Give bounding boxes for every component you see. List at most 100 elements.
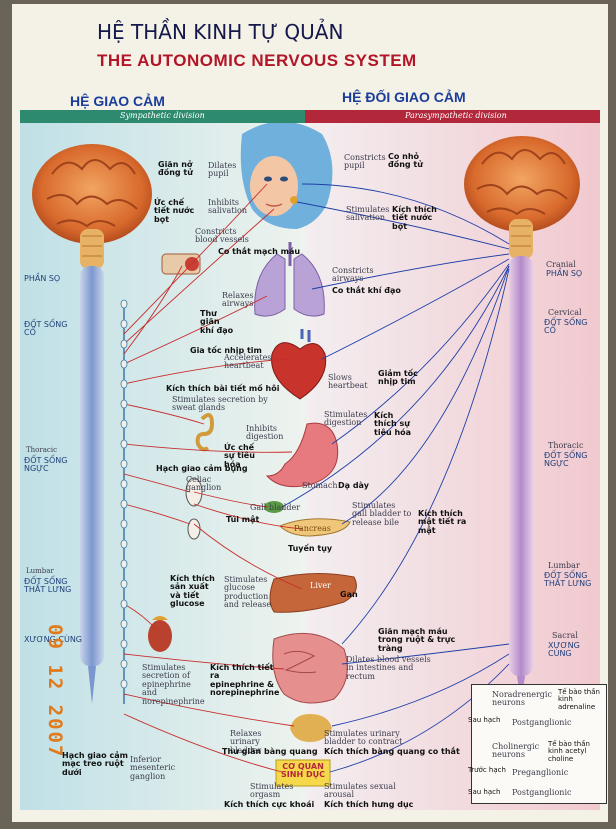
constricts-airways-en: Constricts airways <box>332 266 374 284</box>
stomach-vi: Dạ dày <box>338 481 369 490</box>
parasympathetic-bar: Parasympathetic division <box>305 110 600 123</box>
dilates-vessels-vi: Giãn mạch máu trong ruột & trực tràng <box>378 627 456 653</box>
constricts-pupil-vi: Co nhỏ đồng tử <box>388 152 423 170</box>
liver-vi: Gan <box>340 590 358 599</box>
right-cranial-label: PHẦN SỌ <box>546 269 583 278</box>
inhibits-digestion-vi: Ức chế sự tiêu hóa <box>224 443 255 469</box>
constricts-vessels-en: Constricts blood vessels <box>195 227 249 245</box>
arousal-vi: Kích thích hưng dục <box>324 800 414 809</box>
mesenteric-vi: Hạch giao cảm mạc treo ruột dưới <box>62 751 128 777</box>
sympathetic-nerves <box>123 183 303 773</box>
legend-preganglionic-en: Preganglionic <box>512 768 569 777</box>
legend-preganglionic-vi: Trước hạch <box>468 766 506 774</box>
anatomy-illustration <box>20 120 600 810</box>
right-cervical-label: ĐỐT SỐNG CỔ <box>544 318 588 336</box>
gall-release-vi: Kích thích mật tiết ra mật <box>418 509 467 535</box>
constricts-pupil-en: Constricts pupil <box>344 153 386 171</box>
epinephrine-vi: Kích thích tiết ra epinephrine & norepin… <box>210 663 280 698</box>
accelerates-heartbeat-vi: Gia tốc nhịp tim <box>190 346 262 355</box>
left-cranial-label: PHẦN SỌ <box>24 274 61 283</box>
left-thoracic-en: Thoracic <box>26 446 57 454</box>
right-cervical-en: Cervical <box>548 308 582 317</box>
left-cervical-label: ĐỐT SỐNG CỔ <box>24 320 68 338</box>
left-brain <box>32 144 152 269</box>
legend-cholinergic-vi: Tế bào thần kinh acetyl choline <box>548 740 590 763</box>
stomach-illustration <box>265 422 339 488</box>
right-brain <box>464 136 580 259</box>
sweat-vi: Kích thích bài tiết mồ hôi <box>166 384 280 393</box>
right-lumbar-label: ĐỐT SỐNG THẮT LƯNG <box>544 571 592 589</box>
left-lumbar-label: ĐỐT SỐNG THẮT LƯNG <box>24 577 72 595</box>
head-illustration <box>240 121 333 229</box>
legend-postganglionic-en: Postganglionic <box>512 718 572 727</box>
slows-heartbeat-vi: Giảm tốc nhịp tim <box>378 369 418 387</box>
liver-illustration <box>269 572 357 613</box>
pancreas-illustration <box>264 501 351 537</box>
intestines-illustration <box>272 632 348 704</box>
stimulates-digestion-en: Stimulates digestion <box>324 410 368 428</box>
left-sacral-label: XƯƠNG CÙNG <box>24 635 82 644</box>
legend-noradrenergic-vi: Tế bào thần kinh adrenaline <box>558 688 600 711</box>
dilates-vessels-en: Dilates blood vessels in intestines and … <box>346 655 431 681</box>
left-spinal-cord <box>80 266 104 704</box>
relaxes-bladder-en: Relaxes urinary bladder <box>230 729 262 755</box>
orgasm-en: Stimulates orgasm <box>250 782 294 800</box>
right-sacral-en: Sacral <box>552 631 578 640</box>
stimulates-salivation-vi: Kích thích tiết nước bọt <box>392 205 437 231</box>
gall-bladder-en: Gall bladder <box>250 503 301 512</box>
sweat-gland-illustration <box>195 413 215 452</box>
legend-cholinergic-en: Cholinergic neurons <box>492 742 540 760</box>
parasympathetic-bar-label: Parasympathetic division <box>405 111 507 120</box>
arousal-en: Stimulates sexual arousal <box>324 782 396 800</box>
heart-illustration <box>271 329 327 400</box>
section-right-title: HỆ ĐỐI GIAO CẢM <box>342 89 466 105</box>
left-lumbar-en: Lumbar <box>26 567 54 575</box>
celiac-ganglion-vi: Hạch giao cảm bụng <box>156 464 248 473</box>
epinephrine-en: Stimulates secretion of epinephrine and … <box>142 663 205 706</box>
gall-bladder-vi: Túi mật <box>226 515 260 524</box>
inhibits-salivation-en: Inhibits salivation <box>208 198 248 216</box>
stimulates-salivation-en: Stimulates salivation <box>346 205 390 223</box>
dilates-pupil-vi: Giãn nở đồng tử <box>158 160 193 178</box>
gall-release-en: Stimulates gall bladder to release bile <box>352 501 412 527</box>
relaxes-airways-en: Relaxes airways <box>222 291 254 309</box>
inhibits-digestion-en: Inhibits digestion <box>246 424 284 442</box>
legend-postganglionic-vi: Sau hạch <box>468 716 501 724</box>
glucose-en: Stimulates glucose production and releas… <box>224 575 272 610</box>
right-lumbar-en: Lumbar <box>548 561 580 570</box>
title-vietnamese: HỆ THẦN KINH TỰ QUẢN <box>97 20 344 44</box>
relaxes-bladder-vi: Thư giãn bàng quang <box>222 747 318 756</box>
stimulates-digestion-vi: Kích thích sự tiêu hóa <box>374 411 412 437</box>
mesenteric-en: Inferior mesenteric ganglion <box>130 755 176 781</box>
sweat-en: Stimulates secretion by sweat glands <box>172 395 268 413</box>
orgasm-vi: Kích thích cực khoái <box>224 800 315 809</box>
legend-postganglionic2-vi: Sau hạch <box>468 788 501 796</box>
legend: Noradrenergic neurons Tế bào thần kinh a… <box>468 684 607 804</box>
sex-organ-box <box>275 759 331 787</box>
right-cranial-en: Cranial <box>546 260 576 269</box>
accelerates-heartbeat-en: Accelerates heartbeat <box>224 353 272 371</box>
stomach-en: Stomach <box>302 481 338 490</box>
sex-organs-label: CƠ QUAN SINH DỤC <box>281 762 325 780</box>
slows-heartbeat-en: Slows heartbeat <box>328 373 368 391</box>
right-thoracic-en: Thoracic <box>548 441 584 450</box>
sympathetic-bar-label: Sympathetic division <box>120 111 205 120</box>
title-english: THE AUTONOMIC NERVOUS SYSTEM <box>97 51 417 70</box>
celiac-ganglion-en: Celiac ganglion <box>186 475 222 493</box>
right-thoracic-label: ĐỐT SỐNG NGỰC <box>544 451 588 469</box>
relaxes-airways-vi: Thư giãn khí đạo <box>200 309 234 335</box>
right-sacral-label: XƯƠNG CÙNG <box>548 641 580 659</box>
pancreas-en: Pancreas <box>294 524 331 533</box>
liver-en: Liver <box>310 581 331 590</box>
bladder-illustration <box>290 714 332 742</box>
legend-postganglionic2-en: Postganglionic <box>512 788 572 797</box>
constricts-airways-vi: Co thắt khí đạo <box>332 286 401 295</box>
sympathetic-bar: Sympathetic division <box>20 110 305 123</box>
blood-vessel-illustration <box>161 253 201 275</box>
lungs-illustration <box>254 242 325 317</box>
left-thoracic-label: ĐỐT SỐNG NGỰC <box>24 456 68 474</box>
dilates-pupil-en: Dilates pupil <box>208 161 237 179</box>
pancreas-vi: Tuyến tụy <box>288 544 333 553</box>
contract-bladder-vi: Kích thích bàng quang co thắt <box>324 747 460 756</box>
chain-ganglia <box>120 299 128 689</box>
